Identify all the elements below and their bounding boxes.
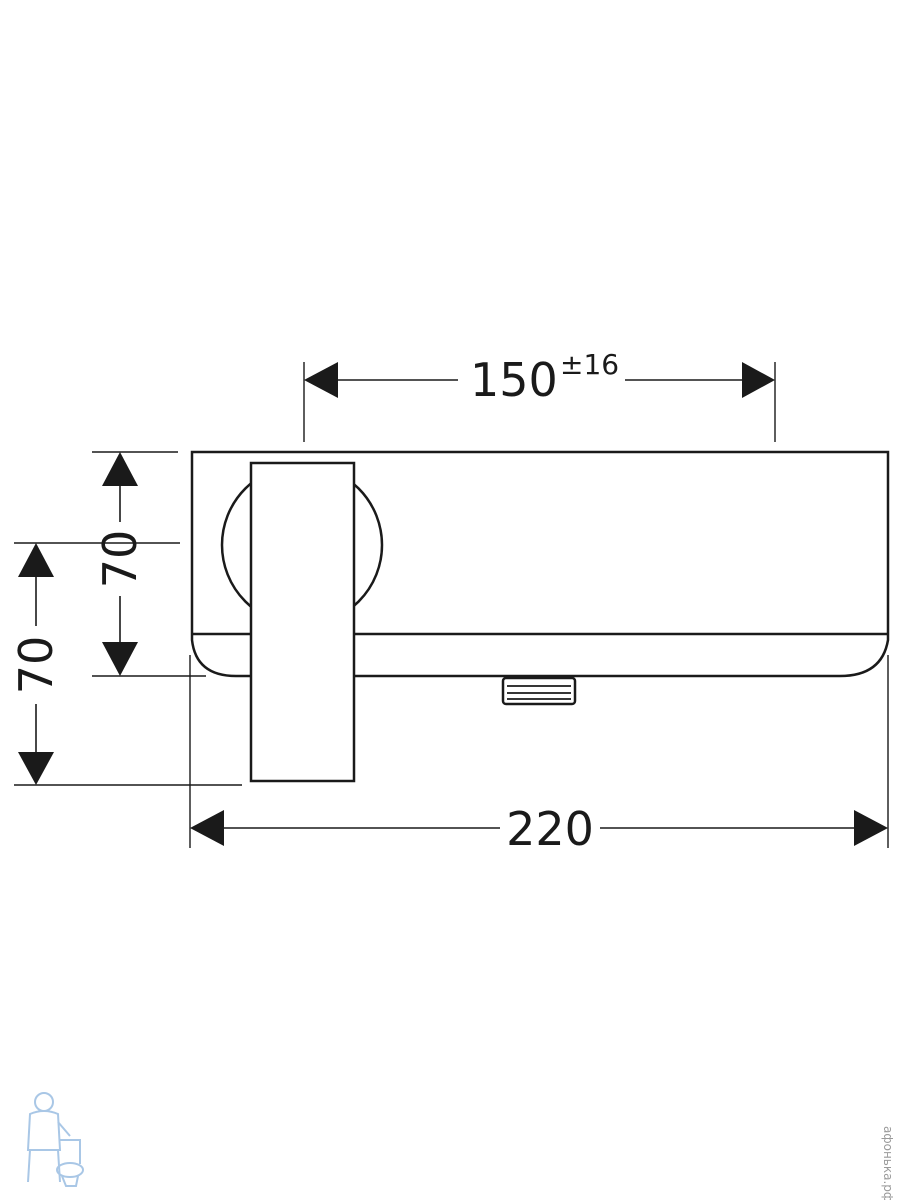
- dimension-label-220: 220: [506, 802, 594, 856]
- lever-handle: [249, 461, 356, 783]
- extension-lines: [14, 362, 889, 848]
- mixer-body-outline: [190, 450, 890, 678]
- dimension-upper-height: [102, 452, 138, 676]
- watermark-site-text: афонька.рф: [881, 1126, 895, 1200]
- dimension-overall-width: [190, 810, 888, 846]
- dimension-top-width: [304, 362, 775, 398]
- plumber-logo-icon: [26, 1092, 84, 1187]
- dimension-label-150: 150: [470, 353, 558, 407]
- shower-outlet-connector: [501, 676, 577, 706]
- dimension-label-70-upper: 70: [93, 530, 147, 589]
- dimension-lower-height: [18, 543, 54, 785]
- faucet-drawing: [190, 450, 890, 783]
- dimension-label-70-lower: 70: [9, 636, 63, 695]
- dimension-tolerance-label: ±16: [560, 348, 619, 381]
